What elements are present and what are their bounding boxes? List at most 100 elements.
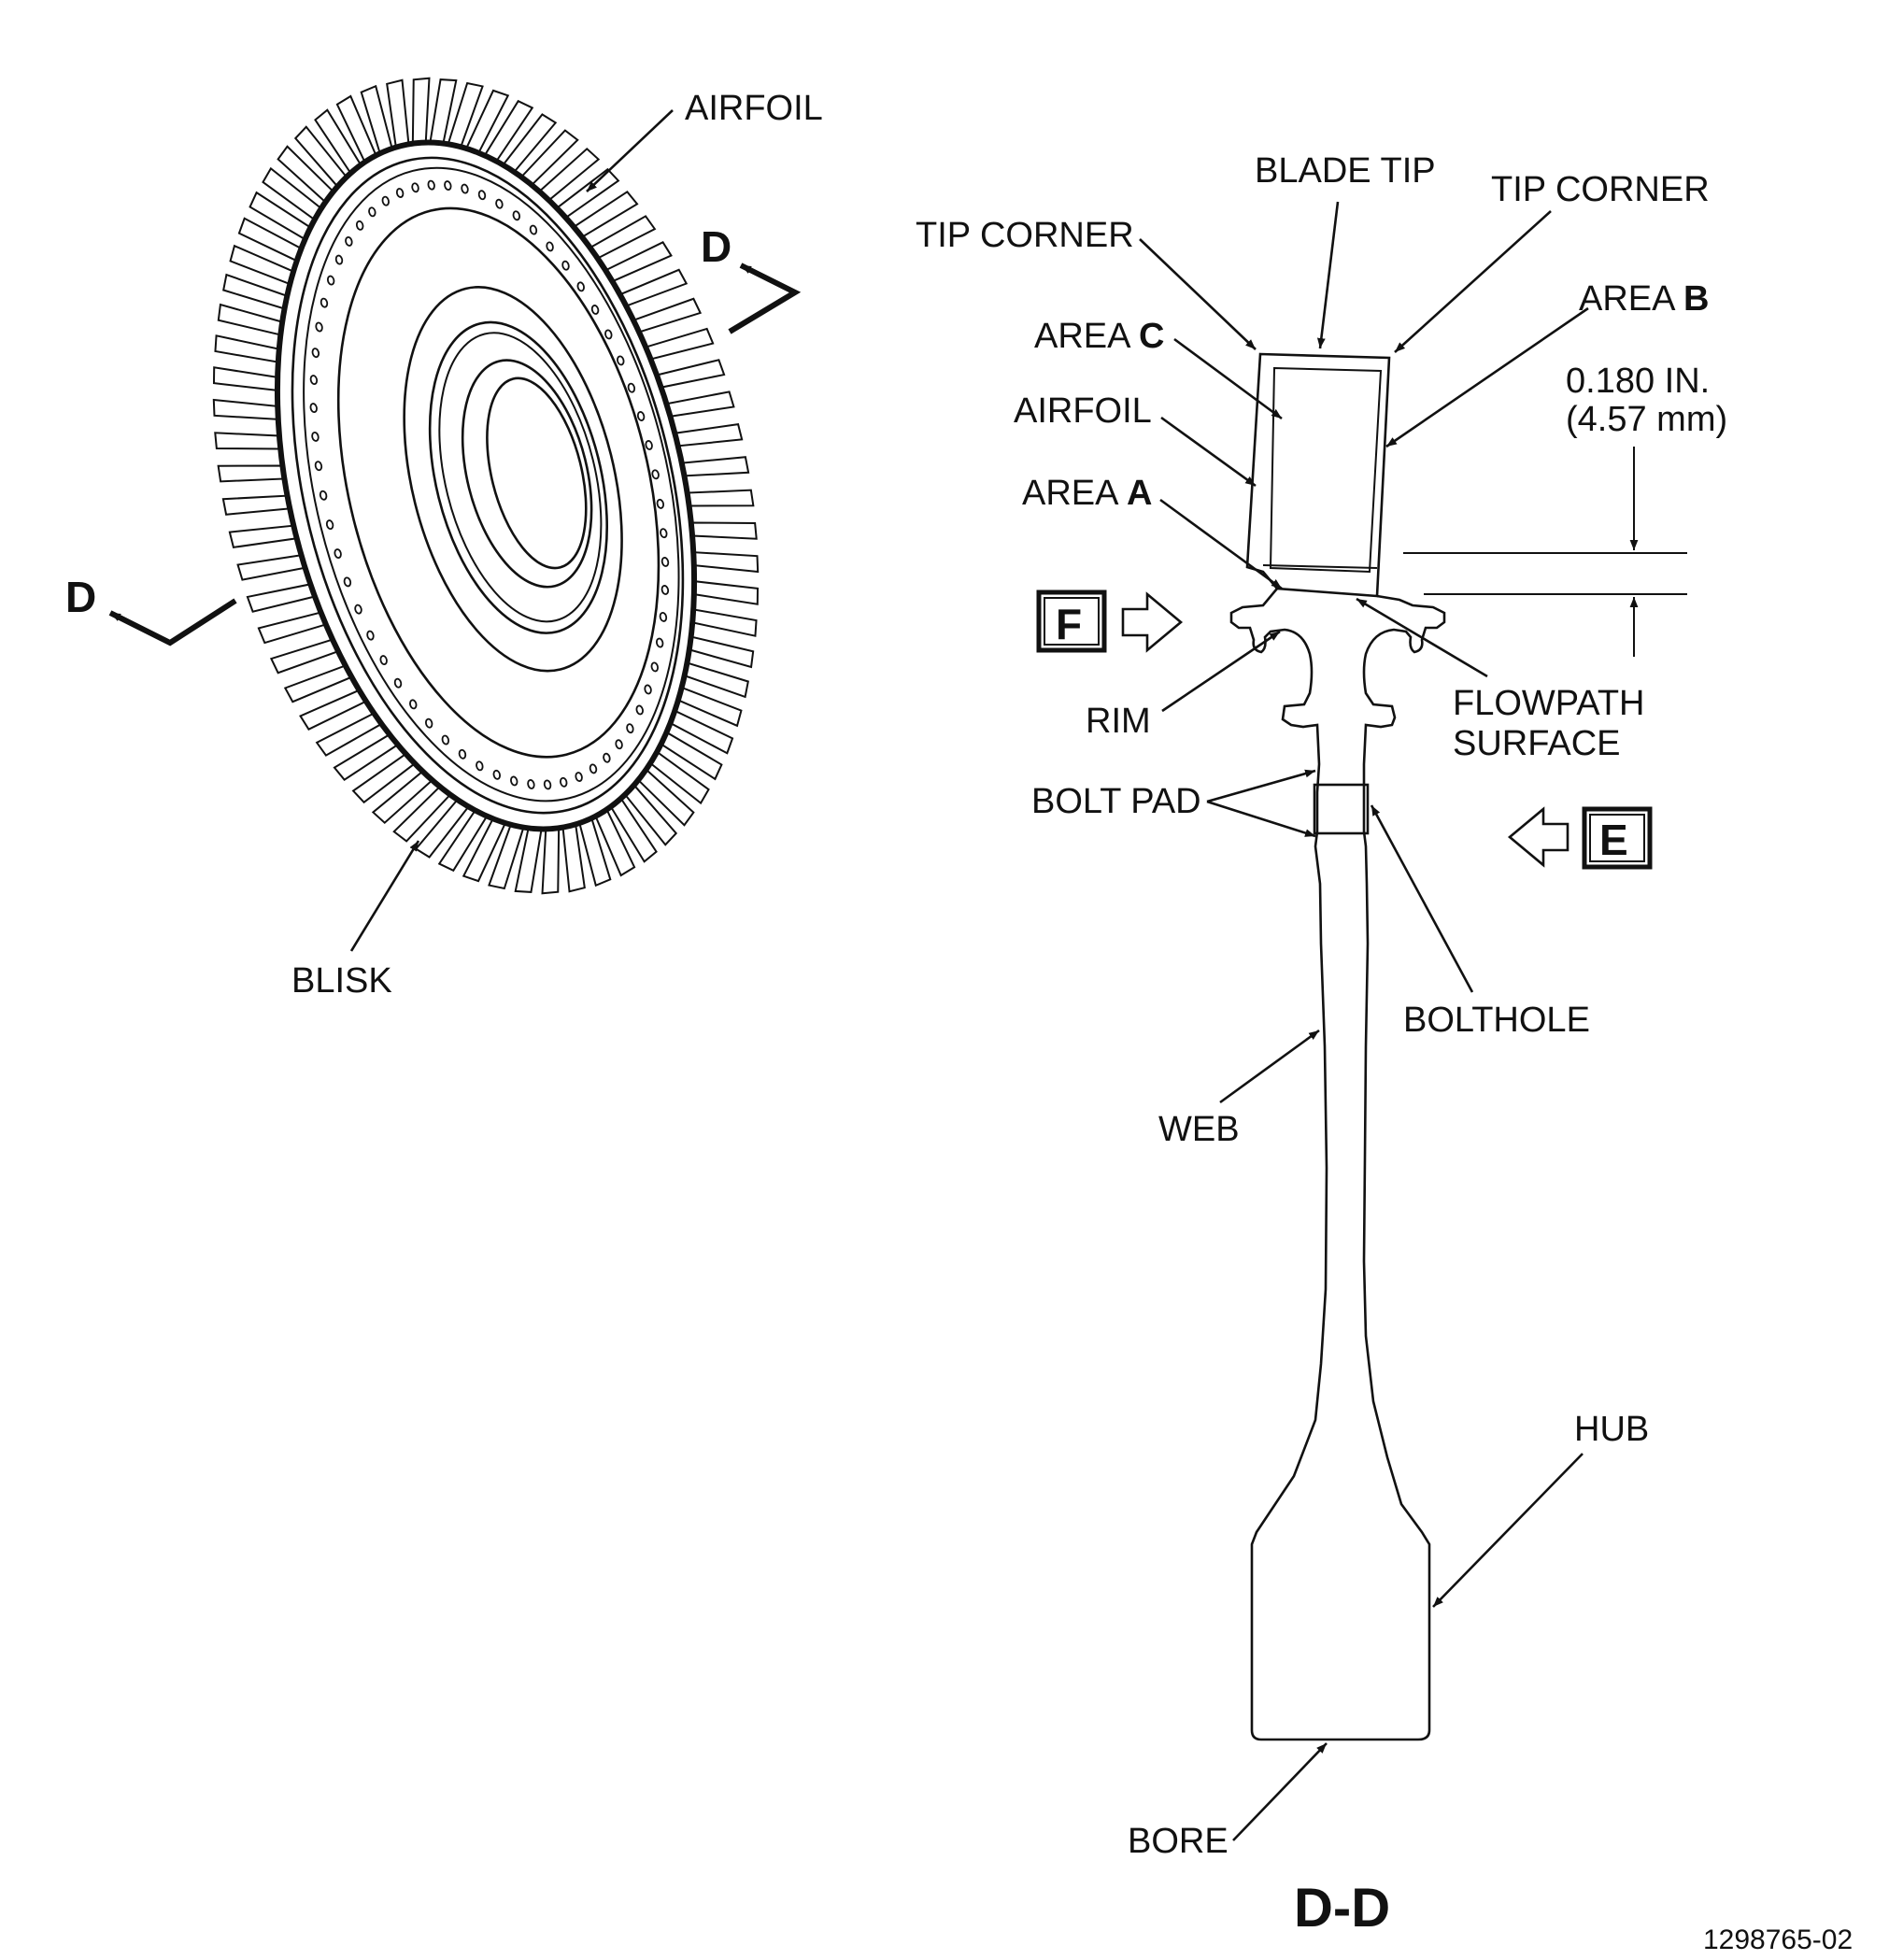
bolt-hole — [495, 198, 504, 209]
bolt-hole — [311, 348, 320, 359]
bore-label: BORE — [1128, 1822, 1229, 1861]
bolt-hole — [334, 548, 342, 559]
airfoil-leader-section — [1160, 416, 1257, 488]
blisk-rim-inner — [291, 156, 685, 815]
bolt-hole — [656, 498, 665, 509]
bolt-hole — [626, 723, 634, 734]
blisk-web-inner — [403, 286, 623, 673]
bolt-hole — [444, 180, 452, 192]
bolt-hole — [636, 411, 646, 421]
bolt-hole — [660, 557, 670, 567]
view-f-indicator: F — [1036, 589, 1184, 653]
tip-corner-left-label: TIP CORNER — [916, 216, 1134, 255]
svg-text:D: D — [701, 222, 731, 271]
bolt-hole — [659, 611, 668, 622]
bolt-hole — [617, 355, 625, 366]
bolt-hole — [650, 661, 659, 673]
blade — [692, 551, 760, 574]
web-label: WEB — [1158, 1110, 1240, 1149]
tip-corner-right-leader — [1394, 210, 1552, 353]
bolt-hole — [589, 763, 598, 774]
bolt-hole — [315, 321, 323, 333]
drawing-number: 1298765-02 — [1703, 1924, 1853, 1955]
section-marker-lower: D — [65, 573, 237, 646]
bolt-hole — [379, 655, 388, 666]
bolt-hole — [543, 779, 552, 790]
blade — [214, 432, 282, 450]
blisk-label: BLISK — [291, 961, 392, 1001]
bolt-hole — [309, 403, 318, 414]
bolt-hole — [311, 431, 320, 442]
blade — [221, 494, 291, 516]
bolt-hole — [354, 604, 362, 615]
area-a-label: AREA A — [1022, 474, 1152, 513]
bolt-hole — [461, 183, 469, 194]
bolt-hole — [512, 210, 521, 221]
bolt-hole — [314, 461, 323, 472]
bolt-hole — [635, 704, 644, 716]
blade — [674, 422, 744, 447]
bolt-hole — [590, 305, 600, 315]
svg-text:F: F — [1056, 600, 1082, 648]
flowpath-label-line2: SURFACE — [1453, 724, 1620, 763]
airfoil-leader — [586, 109, 674, 192]
bolt-hole — [345, 235, 353, 247]
bolt-hole — [546, 241, 554, 252]
bolt-hole — [368, 206, 376, 218]
blade — [246, 583, 317, 613]
web-leader — [1219, 1029, 1320, 1104]
bolt-hole — [576, 281, 585, 292]
area-b-leader — [1385, 306, 1589, 448]
airfoil-label-section: AIRFOIL — [1014, 391, 1152, 431]
section-marker-upper: D — [701, 222, 802, 334]
blade — [644, 327, 715, 361]
bolt-hole — [381, 195, 390, 206]
bolt-hole — [644, 684, 652, 695]
bolt-hole — [393, 677, 403, 689]
bolt-hole — [427, 179, 435, 191]
blisk-disk — [274, 139, 698, 832]
bolt-hole — [529, 224, 538, 235]
blisk-isometric-view: AIRFOIL BLISK D D — [65, 77, 823, 1001]
blisk-rim-inner-2 — [303, 166, 680, 802]
bolt-hole — [424, 717, 433, 729]
bolt-hole — [492, 769, 501, 780]
bolt-holes — [309, 179, 670, 790]
bolt-hole — [320, 297, 329, 308]
blade — [655, 359, 726, 389]
bolt-hole — [343, 576, 352, 588]
bore-leader — [1232, 1742, 1328, 1841]
bolt-hole — [660, 585, 670, 595]
bolt-hole — [561, 260, 570, 271]
section-title: D-D — [1294, 1878, 1390, 1939]
bolt-pad-label: BOLT PAD — [1031, 782, 1201, 821]
blisk-hub-outer — [428, 320, 609, 634]
bolt-hole — [325, 519, 334, 531]
blade-tip-leader — [1316, 201, 1340, 349]
area-c-leader — [1173, 337, 1283, 420]
flowpath-leader — [1356, 597, 1488, 678]
bolt-hole — [334, 254, 344, 265]
bolt-hole — [477, 190, 487, 201]
svg-text:D: D — [65, 573, 96, 621]
flowpath-label-line1: FLOWPATH — [1453, 684, 1644, 723]
bolthole-leader — [1370, 804, 1474, 993]
blade — [217, 464, 286, 483]
bolt-pad-leader-2 — [1206, 800, 1316, 838]
bolt-hole — [560, 776, 568, 788]
bolt-hole — [441, 734, 450, 746]
bolt-hole — [326, 275, 335, 286]
bolt-hole — [476, 760, 484, 772]
bolt-hole — [660, 528, 668, 539]
rim-leader — [1161, 630, 1281, 713]
area-c-label: AREA C — [1034, 317, 1164, 356]
tip-corner-left-leader — [1139, 238, 1257, 350]
bolt-hole — [655, 637, 664, 648]
area-b-label: AREA B — [1579, 279, 1709, 319]
blade — [212, 398, 279, 420]
bolthole-label: BOLTHOLE — [1403, 1001, 1590, 1040]
blade — [269, 638, 340, 675]
airfoil-outline — [1245, 352, 1391, 598]
bolt-hole — [627, 382, 636, 393]
